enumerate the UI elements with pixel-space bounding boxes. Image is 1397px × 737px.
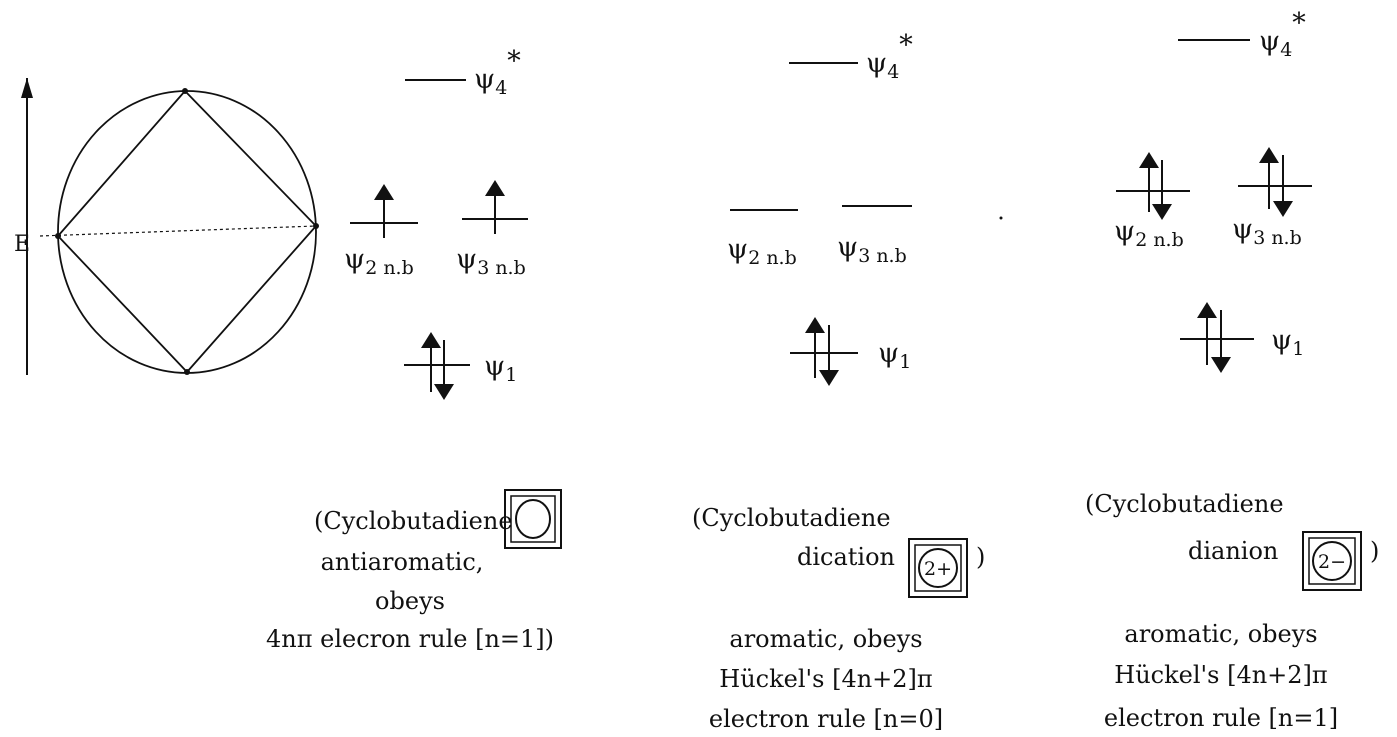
- caption-line: (Cyclobutadiene: [1085, 490, 1284, 518]
- ring-frame-inner: [1308, 537, 1356, 585]
- psi3-label: ψ3 n.b: [1232, 214, 1302, 249]
- ring-circle: [1312, 541, 1352, 581]
- ring-frame-outer: [504, 489, 562, 549]
- ring-symbol: 2−: [1302, 531, 1362, 591]
- psi4-label: ψ4*: [474, 46, 521, 99]
- mo-levels-neutral: ψ4* ψ2 n.b ψ3 n.b ψ1: [344, 46, 528, 400]
- caption-line: dianion: [1188, 537, 1278, 565]
- closing-paren: ): [1370, 537, 1379, 565]
- caption-line: 4nπ elecron rule [n=1]): [266, 625, 554, 653]
- stray-dot: [999, 216, 1003, 220]
- vertex-dot-top: [182, 88, 188, 94]
- closing-paren: ): [976, 543, 985, 571]
- caption-line: (Cyclobutadiene: [692, 504, 891, 532]
- psi1-label: ψ1: [484, 351, 517, 386]
- rule-line: electron rule [n=1]: [1104, 704, 1338, 732]
- ring-frame-outer: [908, 538, 968, 598]
- ring-charge: 2+: [924, 558, 952, 580]
- ring-frame-inner: [914, 544, 962, 592]
- energy-axis-arrowhead: [21, 78, 33, 98]
- psi1-label: ψ1: [878, 338, 911, 373]
- psi3-label: ψ3 n.b: [456, 244, 526, 279]
- psi4-label: ψ4*: [1259, 8, 1306, 61]
- caption-neutral: (Cyclobutadiene antiaromatic, obeys 4nπ …: [266, 489, 562, 653]
- rule-line: electron rule [n=0]: [709, 705, 943, 733]
- ring-circle: [515, 499, 551, 539]
- ring-frame-inner: [510, 495, 556, 543]
- caption-dication: (Cyclobutadiene dication 2+ ) aromatic, …: [692, 504, 985, 733]
- caption-line: obeys: [375, 587, 445, 615]
- ring-symbol: 2+: [908, 538, 968, 598]
- psi1-label: ψ1: [1271, 325, 1304, 360]
- vertex-dot-bottom: [184, 369, 190, 375]
- ring-frame-outer: [1302, 531, 1362, 591]
- rule-line: aromatic, obeys: [729, 625, 922, 653]
- ring-charge: 2−: [1318, 551, 1346, 573]
- psi2-label: ψ2 n.b: [1114, 216, 1184, 251]
- psi2-label: ψ2 n.b: [344, 244, 414, 279]
- caption-line: (Cyclobutadiene: [314, 507, 513, 535]
- psi2-label: ψ2 n.b: [727, 234, 797, 269]
- energy-axis-label: E: [14, 232, 30, 257]
- vertex-dot-right: [313, 223, 319, 229]
- vertex-dot-left: [55, 233, 61, 239]
- psi3-label: ψ3 n.b: [837, 232, 907, 267]
- caption-line: dication: [797, 543, 895, 571]
- caption-line: antiaromatic,: [321, 548, 484, 576]
- frost-circle: [57, 90, 317, 374]
- ring-circle: [918, 548, 958, 588]
- rule-line: Hückel's [4n+2]π: [719, 665, 932, 693]
- psi4-label: ψ4*: [866, 30, 913, 83]
- mo-levels-dianion: ψ4* ψ2 n.b ψ3 n.b ψ1: [1114, 8, 1312, 373]
- mo-levels-dication: ψ4* ψ2 n.b ψ3 n.b ψ1: [727, 30, 1003, 386]
- nonbonding-level-line: [39, 225, 317, 237]
- rule-line: aromatic, obeys: [1124, 620, 1317, 648]
- frost-circle-diagram: E: [14, 78, 319, 375]
- rule-line: Hückel's [4n+2]π: [1114, 661, 1327, 689]
- ring-symbol: [504, 489, 562, 549]
- caption-dianion: (Cyclobutadiene dianion 2− ) aromatic, o…: [1085, 490, 1379, 732]
- inscribed-square: [56, 89, 318, 374]
